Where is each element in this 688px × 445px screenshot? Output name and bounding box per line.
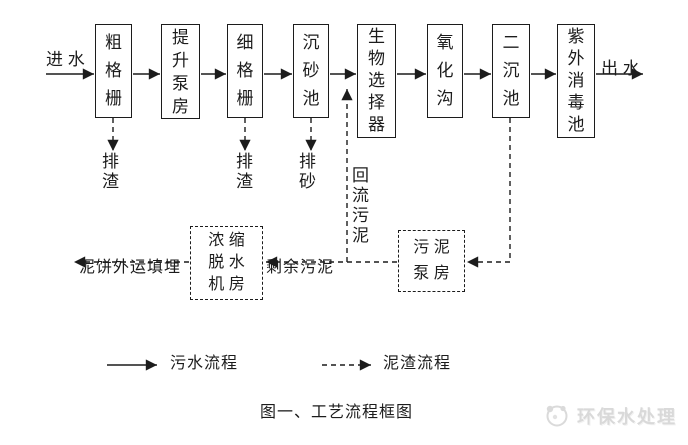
box-bio-selector: 生物选择器 [357,24,396,138]
dewatering-room-label: 浓 缩 脱 水 机 房 [208,232,245,293]
box-grit-chamber: 沉砂池 [293,24,329,118]
inlet-water-label: 进 水 [46,50,85,69]
slag-discharge-label: 排渣 [236,152,253,191]
box-lift-pump-station-label: 提升泵房 [172,27,189,116]
box-secondary-clarifier-label: 二沉池 [502,33,520,108]
box-bio-selector-label: 生物选择器 [368,27,385,134]
sand-discharge-label: 排砂 [299,152,316,191]
dewatering-room-box: 浓 缩 脱 水 机 房 [190,226,263,300]
excess-sludge-label: 剩余污泥 [266,259,335,276]
watermark: 环保水处理 [543,402,677,429]
watermark-text: 环保水处理 [577,406,677,427]
box-coarse-screen: 粗格栅 [95,24,132,118]
sludge-pump-house-box: 污 泥 泵 房 [398,230,465,292]
box-oxidation-ditch-label: 氧化沟 [436,33,454,108]
box-fine-screen-label: 细格栅 [236,33,254,108]
box-secondary-clarifier: 二沉池 [492,24,530,118]
clarifier-sludge-line [467,118,511,268]
mud-cake-disposal-label: 泥饼外运填埋 [79,259,182,276]
legend-sludge-label: 泥渣流程 [383,355,452,372]
box-lift-pump-station: 提升泵房 [161,24,200,119]
return-sludge-label: 回流污泥 [352,166,369,245]
legend-wastewater-label: 污水流程 [170,355,239,372]
box-fine-screen: 细格栅 [227,24,263,118]
box-uv-disinfection-label: 紫外消毒池 [567,27,585,134]
sludge-pump-house-label: 污 泥 泵 房 [413,239,450,282]
figure-title: 图一、工艺流程框图 [260,404,414,421]
box-uv-disinfection: 紫外消毒池 [557,24,595,138]
box-oxidation-ditch: 氧化沟 [427,24,463,118]
outlet-water-label: 出 水 [601,59,640,78]
watermark-logo-icon [546,405,568,427]
slag-discharge-label: 排渣 [102,152,119,191]
box-grit-chamber-label: 沉砂池 [302,33,320,108]
box-coarse-screen-label: 粗格栅 [105,33,122,108]
